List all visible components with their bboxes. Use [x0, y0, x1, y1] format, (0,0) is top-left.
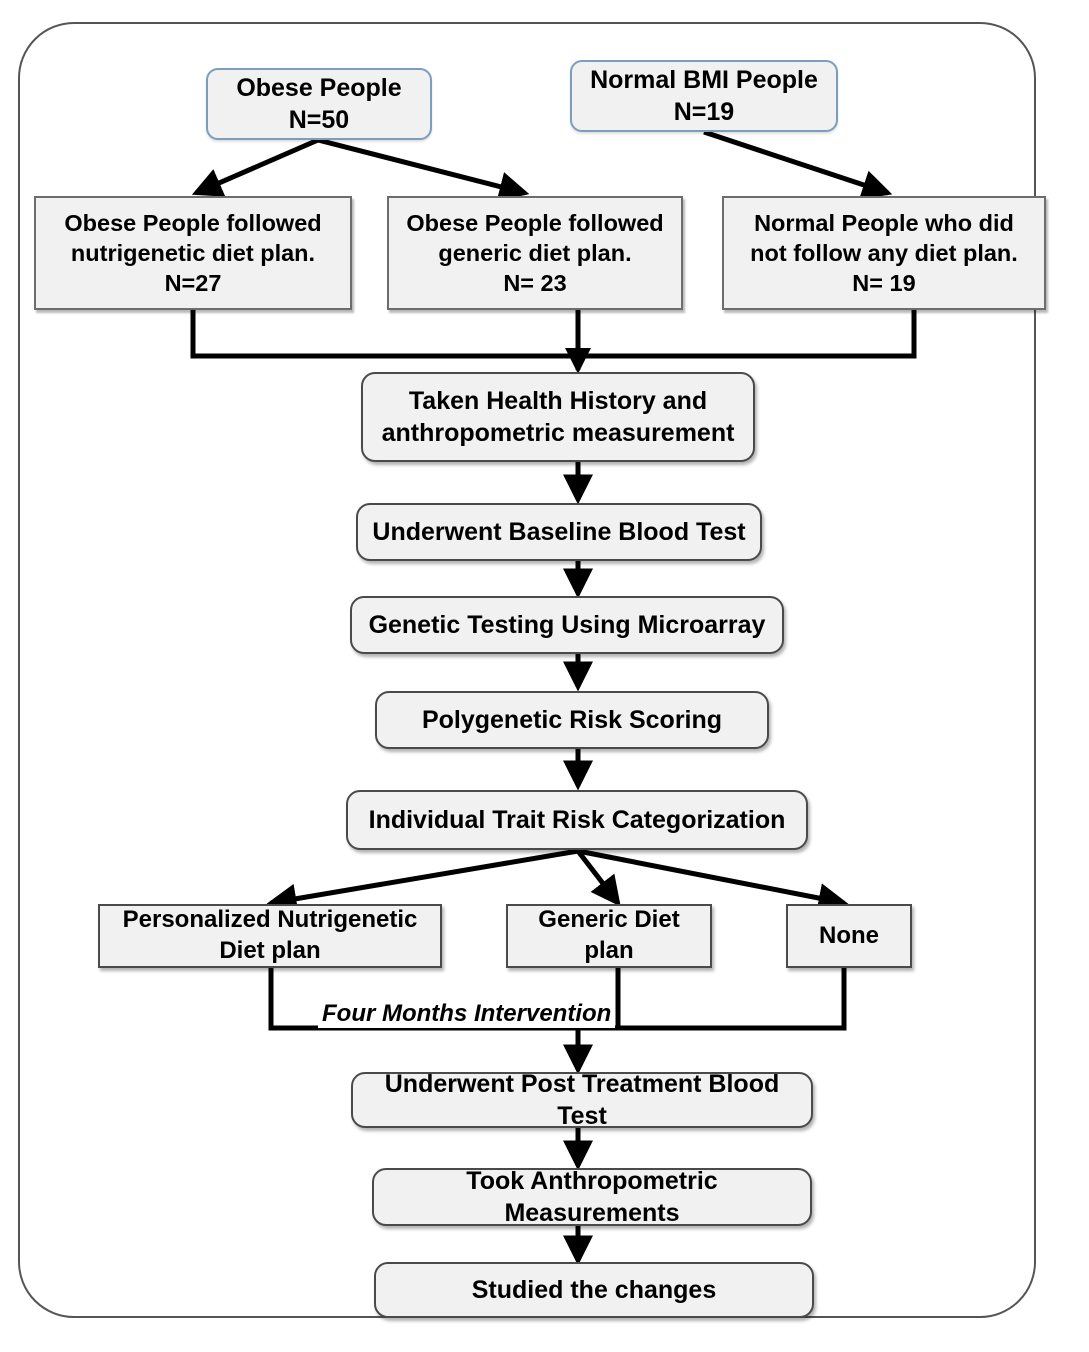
node-normal-bmi-people[interactable]: Normal BMI People N=19 — [570, 60, 838, 132]
node-obese-nutrigenetic-group[interactable]: Obese People followed nutrigenetic diet … — [34, 196, 352, 310]
node-none-plan-label: None — [819, 921, 879, 949]
node-obese-people[interactable]: Obese People N=50 — [206, 68, 432, 140]
node-normal-control-group[interactable]: Normal People who did not follow any die… — [722, 196, 1046, 310]
node-took-anthropometric-measurements-label: Took Anthropometric Measurements — [466, 1167, 718, 1227]
node-obese-generic-group[interactable]: Obese People followed generic diet plan.… — [387, 196, 683, 310]
node-generic-diet-plan-label: Generic Diet plan — [538, 906, 680, 964]
node-trait-risk-categorization-label: Individual Trait Risk Categorization — [368, 806, 786, 834]
node-genetic-testing-label: Genetic Testing Using Microarray — [368, 611, 766, 639]
node-obese-nutrigenetic-label: Obese People followed nutrigenetic diet … — [64, 209, 322, 297]
node-obese-generic-label: Obese People followed generic diet plan.… — [406, 209, 664, 297]
node-none-plan[interactable]: None — [786, 904, 912, 968]
node-post-treatment-blood-test[interactable]: Underwent Post Treatment Blood Test — [351, 1070, 813, 1130]
node-studied-the-changes[interactable]: Studied the changes — [374, 1262, 814, 1318]
node-polygenetic-scoring[interactable]: Polygenetic Risk Scoring — [375, 691, 769, 749]
node-studied-the-changes-label: Studied the changes — [471, 1276, 717, 1304]
node-health-history[interactable]: Taken Health History and anthropometric … — [361, 372, 755, 462]
node-obese-people-label: Obese People N=50 — [236, 74, 402, 134]
node-normal-control-label: Normal People who did not follow any die… — [750, 209, 1018, 297]
node-normal-bmi-people-label: Normal BMI People N=19 — [590, 66, 818, 126]
node-trait-risk-categorization[interactable]: Individual Trait Risk Categorization — [346, 790, 808, 850]
node-health-history-label: Taken Health History and anthropometric … — [381, 387, 735, 447]
node-genetic-testing[interactable]: Genetic Testing Using Microarray — [350, 596, 784, 654]
node-generic-diet-plan[interactable]: Generic Diet plan — [506, 904, 712, 968]
node-baseline-blood-test-label: Underwent Baseline Blood Test — [372, 518, 746, 546]
node-polygenetic-scoring-label: Polygenetic Risk Scoring — [421, 706, 723, 734]
node-personalized-nutrigenetic-plan[interactable]: Personalized Nutrigenetic Diet plan — [98, 904, 442, 968]
node-post-treatment-blood-test-label: Underwent Post Treatment Blood Test — [384, 1070, 780, 1130]
node-took-anthropometric-measurements[interactable]: Took Anthropometric Measurements — [372, 1167, 812, 1227]
node-personalized-nutrigenetic-plan-label: Personalized Nutrigenetic Diet plan — [122, 906, 418, 964]
node-baseline-blood-test[interactable]: Underwent Baseline Blood Test — [356, 503, 762, 561]
edge-label-four-months-intervention: Four Months Intervention — [318, 1000, 616, 1028]
